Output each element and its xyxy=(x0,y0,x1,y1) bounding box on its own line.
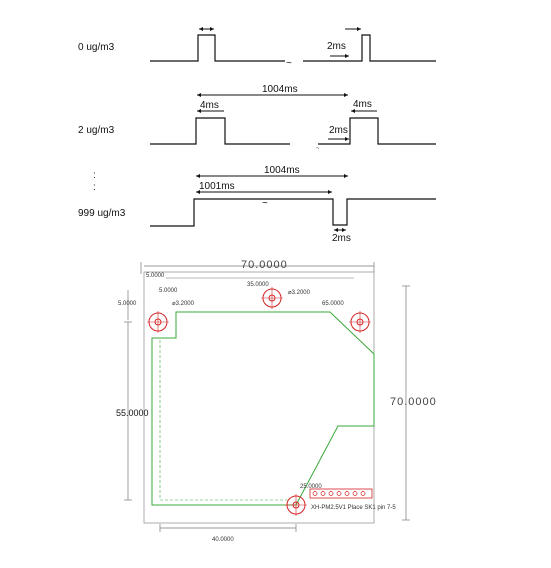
hole-bottom-label: 25.0000 xyxy=(300,484,322,490)
mechanical-drawing: 70.0000 5.0000 35.0000 70.0000 55.0000 5… xyxy=(116,259,437,543)
row-label-2: 2 ug/m3 xyxy=(78,125,115,136)
dots-1: : xyxy=(93,170,96,181)
hole-left-dia: ⌀3.2000 xyxy=(172,301,195,307)
arrow-head xyxy=(210,27,214,31)
period-label-999: 1004ms xyxy=(264,165,300,176)
pulse-left-label-2: 4ms xyxy=(200,100,219,111)
pulse-right-label-2: 4ms xyxy=(353,99,372,110)
mounting-hole-left xyxy=(147,311,169,333)
pulse-width-label-0: 2ms xyxy=(327,41,346,52)
sensor-outline xyxy=(151,311,375,506)
arrow-head xyxy=(357,27,361,31)
arrow-head xyxy=(196,190,200,194)
gap-label-2: 2ms xyxy=(329,125,348,136)
arrow-head xyxy=(344,174,348,178)
high-label-999: 1001ms xyxy=(199,181,235,192)
arrow-head xyxy=(345,137,349,141)
connector xyxy=(309,488,373,499)
timing-row-999: : : 999 ug/m3 1004ms 1001ms ~ 2ms xyxy=(78,165,436,244)
period-label-2: 1004ms xyxy=(262,84,298,95)
waveform-2-right xyxy=(318,117,436,145)
arrow-head xyxy=(344,93,348,97)
dim-top-left: 5.0000 xyxy=(146,273,165,279)
timing-row-0: 0 ug/m3 2ms ~ xyxy=(78,27,436,69)
tilde-2: ~ xyxy=(316,146,320,152)
dim-bottom-width: 40.0000 xyxy=(212,537,234,543)
tilde-0: ~ xyxy=(286,58,292,69)
arrow-head xyxy=(351,109,355,113)
arrow-head xyxy=(197,109,201,113)
arrow-head xyxy=(199,27,203,31)
mounting-hole-bottom xyxy=(285,494,307,516)
waveform-2-left xyxy=(150,117,290,145)
dim-hole-center: 35.0000 xyxy=(247,282,269,288)
arrow-head xyxy=(328,190,332,194)
arrow-head xyxy=(334,228,338,232)
hole-left-label: 5.0000 xyxy=(159,288,178,294)
dim-top-width: 70.0000 xyxy=(241,259,288,271)
arrow-head xyxy=(342,228,346,232)
dim-right-height: 70.0000 xyxy=(390,396,437,408)
arrow-head xyxy=(197,93,201,97)
low-label-999: 2ms xyxy=(332,233,351,244)
tilde-999: ~ xyxy=(262,198,268,209)
arrow-head xyxy=(196,174,200,178)
board-outline xyxy=(143,271,375,524)
waveform-0-right xyxy=(303,34,436,62)
timing-row-2: 2 ug/m3 1004ms 4ms 4ms 2ms ~ xyxy=(78,84,436,152)
mounting-hole-right xyxy=(349,311,371,333)
row-label-0: 0 ug/m3 xyxy=(78,42,115,53)
arrow-head xyxy=(345,54,349,58)
waveform-0-left xyxy=(150,34,285,62)
dim-left-vertical: 5.0000 xyxy=(118,301,137,307)
row-label-999: 999 ug/m3 xyxy=(78,208,126,219)
mounting-hole-center xyxy=(261,287,283,309)
sensor-inner-outline xyxy=(159,340,290,501)
dots-2: : xyxy=(93,182,96,193)
hole-right-label: 65.0000 xyxy=(322,301,344,307)
waveform-999 xyxy=(150,198,436,227)
hole-center-dia: ⌀3.2000 xyxy=(288,290,311,296)
connector-label: XH-PM2.5V1 Place SK1 pin 7-5 xyxy=(311,505,396,511)
dim-left-height: 55.0000 xyxy=(116,408,149,418)
